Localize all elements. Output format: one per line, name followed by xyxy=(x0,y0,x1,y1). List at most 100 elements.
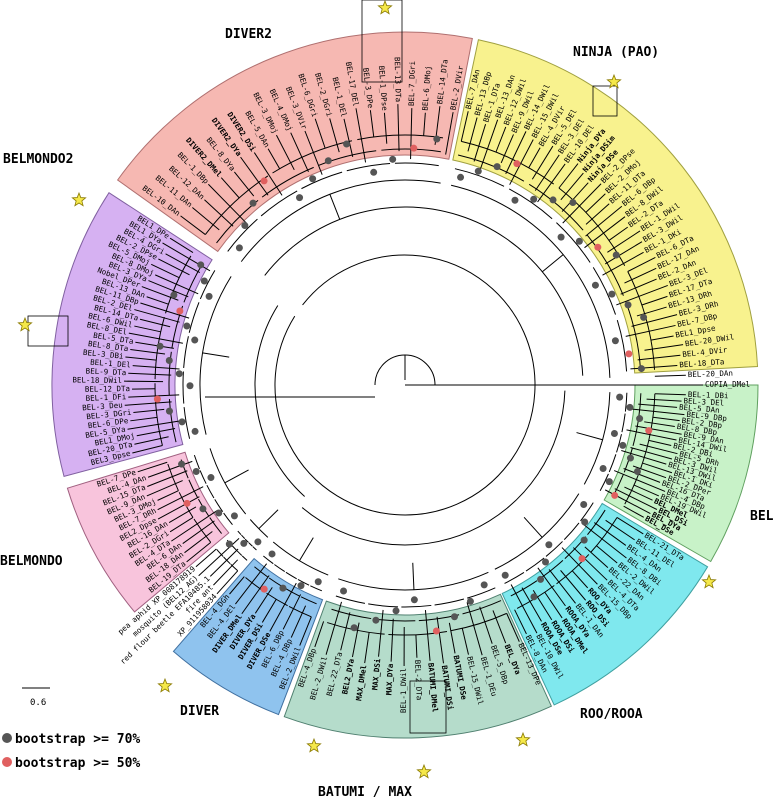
bootstrap-dot xyxy=(594,244,601,251)
leaf-label: BEL-1_DWil xyxy=(399,668,408,713)
bootstrap-dot xyxy=(613,252,620,259)
bootstrap-dot xyxy=(545,541,552,548)
bootstrap-dot xyxy=(157,343,164,350)
bootstrap-dot xyxy=(370,169,377,176)
bootstrap-dot xyxy=(197,261,204,268)
legend-label-50: bootstrap >= 50% xyxy=(15,756,140,771)
bootstrap-dot xyxy=(166,408,173,415)
bootstrap-dot xyxy=(309,175,316,182)
bootstrap-dot xyxy=(616,394,623,401)
bootstrap-dot xyxy=(389,156,396,163)
bootstrap-dot xyxy=(581,519,588,526)
bootstrap-dot xyxy=(187,382,194,389)
bootstrap-dot xyxy=(530,593,537,600)
bootstrap-dot xyxy=(226,541,233,548)
bootstrap-dot xyxy=(411,596,418,603)
bootstrap-dot xyxy=(199,505,206,512)
bootstrap-dot xyxy=(236,244,243,251)
clade-label: BELMONDO xyxy=(0,554,63,569)
bootstrap-dot xyxy=(206,293,213,300)
bootstrap-dot xyxy=(154,396,161,403)
leaf-label: BEL-13_DTa xyxy=(393,57,403,102)
bootstrap-dot xyxy=(513,160,520,167)
bootstrap-dot xyxy=(537,576,544,583)
bootstrap-dot xyxy=(611,492,618,499)
bootstrap-dot xyxy=(457,174,464,181)
bootstrap-dot xyxy=(451,613,458,620)
bootstrap-dot xyxy=(433,628,440,635)
bootstrap-dot xyxy=(201,277,208,284)
leaf-label: MAX_DYa xyxy=(384,663,395,696)
legend: bootstrap >= 70% bootstrap >= 50% xyxy=(2,732,140,771)
leaf-label: BEL-7_DGri xyxy=(407,61,417,106)
leaf-label: BEL-1_DFi xyxy=(85,392,126,403)
bootstrap-dot xyxy=(640,314,647,321)
star-icon xyxy=(378,1,391,14)
bootstrap-dot xyxy=(178,461,185,468)
bootstrap-dot xyxy=(315,578,322,585)
bootstrap-dot xyxy=(494,163,501,170)
bootstrap-dot xyxy=(433,136,440,143)
bootstrap-dot xyxy=(393,607,400,614)
legend-label-70: bootstrap >= 70% xyxy=(15,732,140,747)
bootstrap-dot xyxy=(542,559,549,566)
star-icon xyxy=(72,193,85,206)
clade-label: BEL xyxy=(750,509,774,524)
clade-label: BELMONDO2 xyxy=(3,152,73,167)
bootstrap-dot xyxy=(176,370,183,377)
bootstrap-dot xyxy=(634,468,641,475)
bootstrap-dot xyxy=(340,588,347,595)
bootstrap-dot xyxy=(297,582,304,589)
star-icon xyxy=(417,765,430,778)
legend-dot-70 xyxy=(2,733,12,743)
bootstrap-dot xyxy=(241,222,248,229)
bootstrap-dot xyxy=(325,157,332,164)
clade-label: NINJA (PAO) xyxy=(573,45,659,60)
bootstrap-dot xyxy=(279,585,286,592)
bootstrap-dot xyxy=(530,196,537,203)
clade-label: BATUMI / MAX xyxy=(318,785,412,798)
leaf-label: COPIA_DMel xyxy=(705,380,750,389)
bootstrap-dot xyxy=(581,537,588,544)
bootstrap-dot xyxy=(625,301,632,308)
clade-label: DIVER xyxy=(180,704,219,719)
bootstrap-dot xyxy=(579,555,586,562)
bootstrap-dot xyxy=(193,468,200,475)
bootstrap-dot xyxy=(250,200,257,207)
bootstrap-dot xyxy=(636,415,643,422)
bootstrap-dot xyxy=(619,442,626,449)
legend-dot-50 xyxy=(2,757,12,767)
bootstrap-dot xyxy=(550,196,557,203)
bootstrap-dot xyxy=(475,168,482,175)
bootstrap-dot xyxy=(351,624,358,631)
bootstrap-dot xyxy=(592,282,599,289)
leaf-label: BEL-2_DTa xyxy=(413,660,424,701)
bootstrap-dot xyxy=(191,337,198,344)
bootstrap-dot xyxy=(625,350,632,357)
bootstrap-dot xyxy=(261,177,268,184)
bootstrap-dot xyxy=(481,581,488,588)
bootstrap-dot xyxy=(296,194,303,201)
bootstrap-dot xyxy=(240,540,247,547)
leaf-label: BEL-20_DAn xyxy=(688,369,733,380)
bootstrap-dot xyxy=(626,404,633,411)
bootstrap-dot xyxy=(176,307,183,314)
bootstrap-dot xyxy=(183,322,190,329)
bootstrap-dot xyxy=(261,586,268,593)
scale-bar: 0.6 xyxy=(22,688,50,708)
bootstrap-dot xyxy=(645,427,652,434)
star-icon xyxy=(158,679,171,692)
bootstrap-dot xyxy=(467,598,474,605)
bootstrap-dot xyxy=(558,234,565,241)
clade-label: DIVER2 xyxy=(225,27,272,42)
bootstrap-dot xyxy=(269,550,276,557)
bootstrap-dot xyxy=(580,501,587,508)
bootstrap-dot xyxy=(576,238,583,245)
bootstrap-dot xyxy=(569,199,576,206)
star-icon xyxy=(18,318,31,331)
clade-label: ROO/ROOA xyxy=(580,707,643,722)
star-icon xyxy=(702,575,715,588)
bootstrap-dot xyxy=(215,510,222,517)
bootstrap-dot xyxy=(343,140,350,147)
